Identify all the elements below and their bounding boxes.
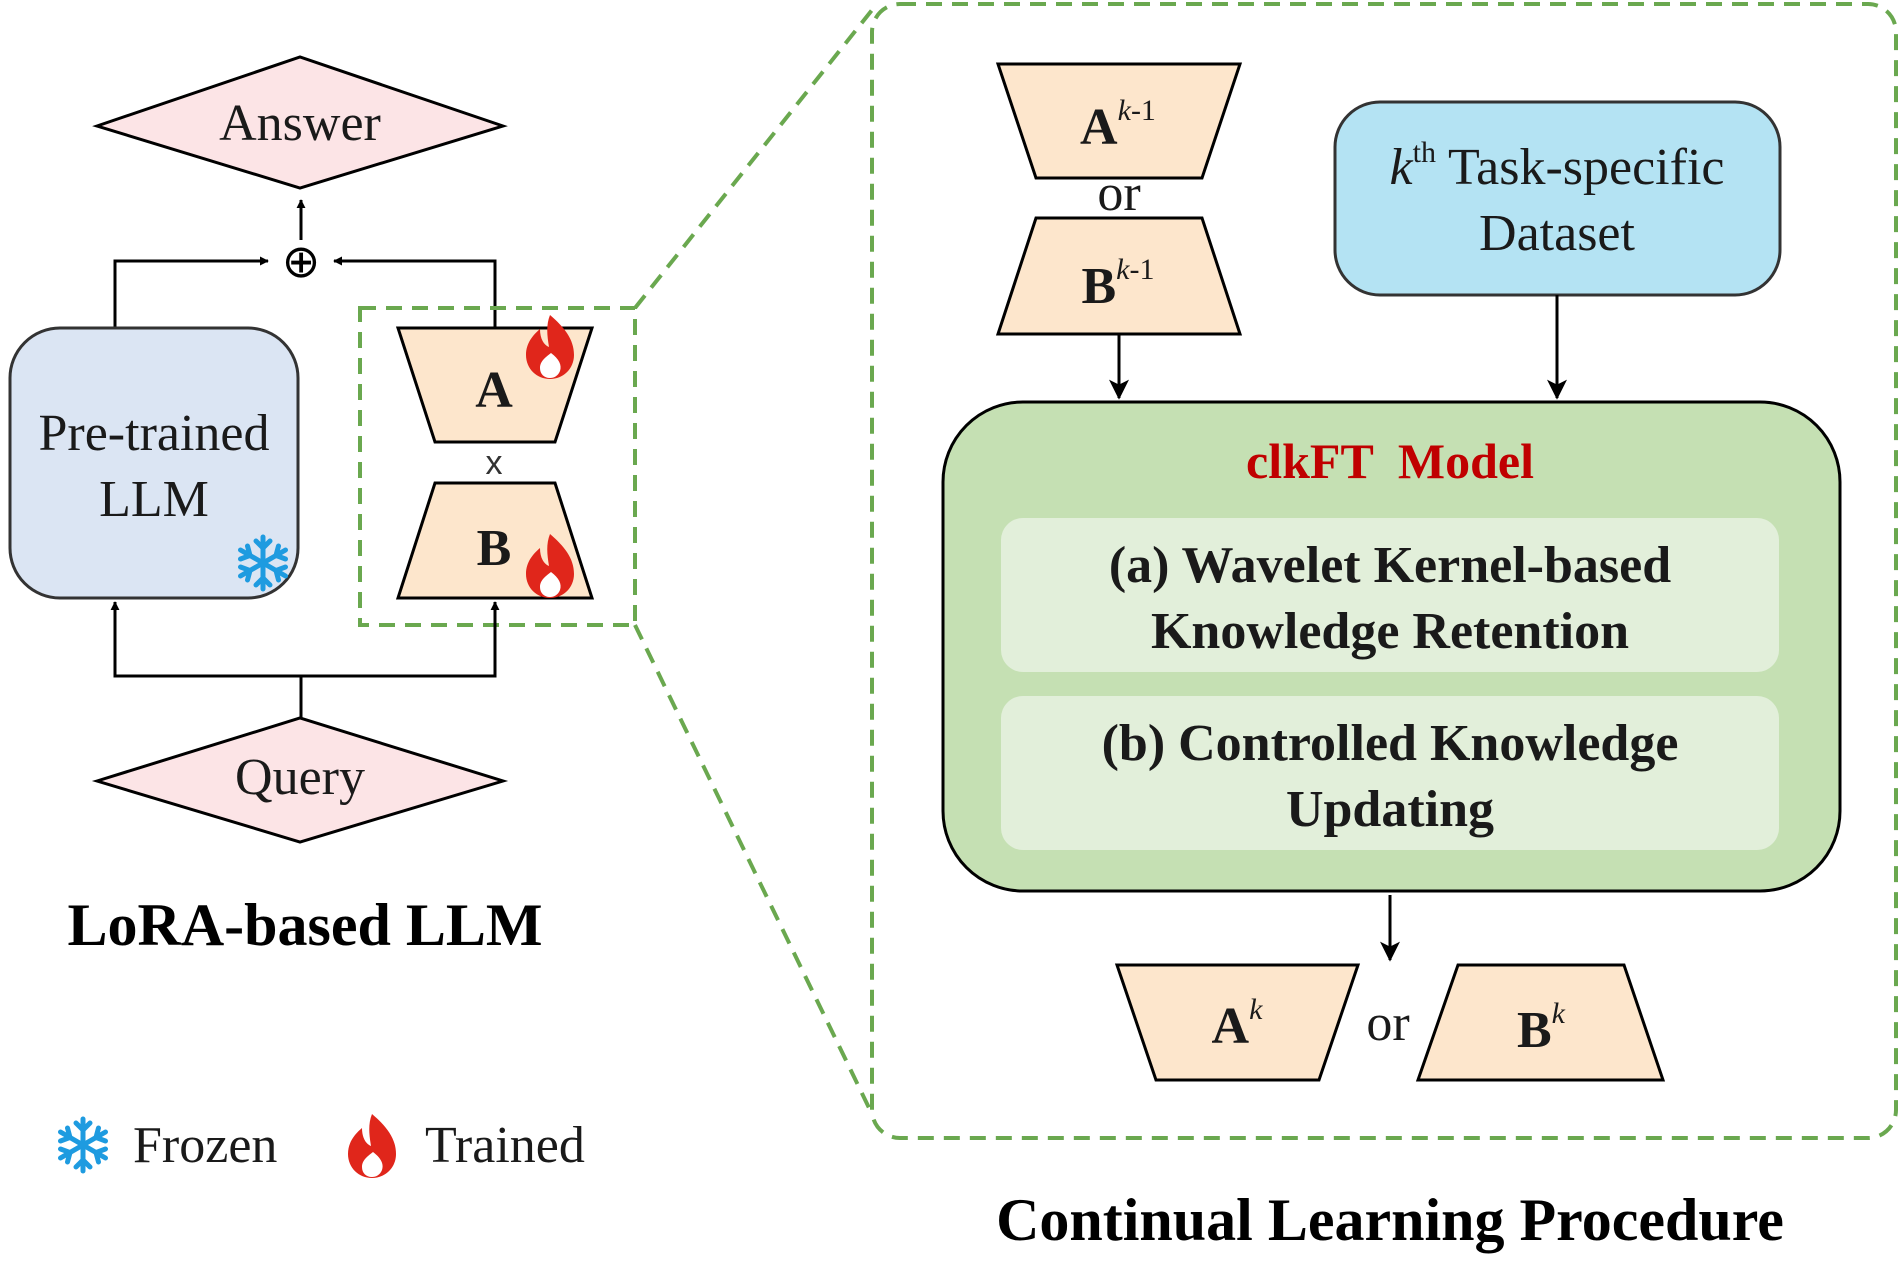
prev-matrix-b-label: Bk-1 [1081,253,1154,315]
query-to-lora-arrow [301,601,500,678]
legend: Frozen Trained [61,1114,585,1178]
llm-to-oplus-arrow [113,256,269,328]
zoom-line-bottom [633,624,874,1115]
controlled-updating-module [1001,696,1779,850]
flame-icon [348,1114,396,1178]
flame-icon [526,315,574,379]
task-dataset-label-1: kth Task-specific [1390,136,1725,196]
continual-learning-panel: Ak-1 or Bk-1 kth Task-specific Dataset c… [870,2,1898,1140]
legend-trained-label: Trained [425,1117,585,1174]
query-to-llm-arrow [110,601,303,718]
prev-matrix-a-label: Ak-1 [1080,94,1156,156]
task-dataset-box [1333,100,1782,297]
controlled-updating-label-2: Updating [1286,781,1494,838]
legend-frozen-label: Frozen [133,1117,277,1174]
clkft-model-title: clkFT Model [1246,433,1534,489]
out-or-label: or [1366,995,1409,1052]
lora-adapter-box [358,306,637,627]
wavelet-retention-label-2: Knowledge Retention [1151,603,1629,660]
prev-matrix-a-node [995,62,1243,180]
pretrained-llm-label-1: Pre-trained [38,405,269,462]
times-symbol: x [486,444,503,482]
zoom-line-top [633,8,874,310]
out-matrix-a-node [1114,963,1361,1082]
continual-learning-frame [870,2,1898,1140]
oplus-symbol: ⊕ [282,234,321,288]
matrix-b-label: B [477,520,512,577]
pretrained-llm-label-2: LLM [99,471,209,528]
answer-label: Answer [219,95,381,152]
out-matrix-b-node [1415,963,1666,1082]
pretrained-llm-box [8,326,300,600]
query-node [91,716,509,844]
task-dataset-label-2: Dataset [1479,205,1635,262]
lora-to-oplus-arrow [333,256,497,328]
lora-panel-title: LoRA-based LLM [67,892,542,958]
lora-based-llm-panel: Answer ⊕ Pre-trained LLM A x B Query LoR… [8,55,637,958]
out-matrix-a-label: Ak [1212,993,1264,1055]
prev-or-label: or [1097,165,1140,222]
matrix-a-label: A [475,362,513,419]
wavelet-retention-label-1: (a) Wavelet Kernel-based [1109,537,1671,594]
wavelet-retention-module [1001,518,1779,672]
snowflake-icon [61,1119,106,1171]
out-matrix-b-label: Bk [1517,997,1566,1059]
controlled-updating-label-1: (b) Controlled Knowledge [1102,715,1679,772]
prev-matrix-b-node [995,216,1243,336]
continual-learning-title: Continual Learning Procedure [996,1187,1784,1253]
query-label: Query [235,749,365,806]
answer-node [92,55,508,190]
